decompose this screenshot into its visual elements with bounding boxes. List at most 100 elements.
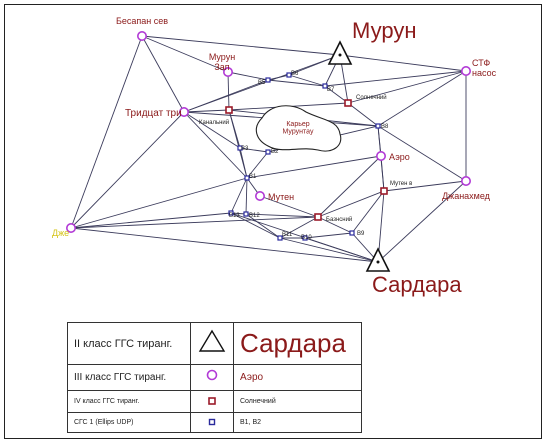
circle-marker xyxy=(460,176,471,187)
gps-point-marker xyxy=(302,235,308,241)
gps-point-marker xyxy=(244,175,250,181)
gps-point-marker xyxy=(322,83,328,89)
network-edge xyxy=(239,147,248,179)
station-label: Зап xyxy=(214,62,229,72)
triangle-symbol xyxy=(190,322,234,365)
gps-point-label: B8 xyxy=(381,124,389,130)
circle-marker xyxy=(460,66,471,77)
gps-point-label: B7 xyxy=(327,87,335,93)
quarry-label: Карьер xyxy=(286,121,309,128)
triangle-center-dot xyxy=(376,260,380,264)
gps-point-label: B5 xyxy=(258,80,266,86)
network-edge xyxy=(227,71,269,81)
network-edge xyxy=(246,155,382,179)
gps-point-label: B1 xyxy=(249,174,257,180)
circle-marker xyxy=(223,67,234,78)
network-edge xyxy=(245,213,319,218)
gps-point-label: B9 xyxy=(357,231,365,237)
legend-table: II класс ГГС тиранг. Сардара III класс Г… xyxy=(67,322,362,433)
network-edge xyxy=(245,213,281,239)
network-edge xyxy=(70,212,232,229)
station-label-small: Солнечний xyxy=(356,94,387,101)
network-edge xyxy=(259,195,319,218)
legend-class-label: II класс ГГС тиранг. xyxy=(67,322,191,365)
network-edge xyxy=(317,190,385,218)
circle-marker xyxy=(179,107,190,118)
red-square-marker xyxy=(314,213,322,221)
gps-point-marker xyxy=(375,123,381,129)
station-label: насос xyxy=(472,68,497,78)
station-label: Тридцат три xyxy=(125,108,182,119)
network-edge xyxy=(227,71,230,111)
network-edge xyxy=(70,216,319,229)
network-edge xyxy=(183,111,248,179)
gps-point-marker xyxy=(228,210,234,216)
network-edge xyxy=(377,125,467,182)
gps-point-label: B2 xyxy=(271,149,279,155)
network-edge xyxy=(347,102,379,127)
network-edge xyxy=(245,177,248,215)
triangle-center-dot xyxy=(338,53,342,57)
network-edge xyxy=(246,151,269,179)
network-edge xyxy=(317,216,353,234)
network-edge xyxy=(279,237,379,263)
gps-point-label: B12 xyxy=(249,213,260,219)
red-square-marker xyxy=(225,106,233,114)
station-label: Дже xyxy=(52,228,69,238)
network-edge xyxy=(304,237,379,263)
gps-point-label: B13 xyxy=(229,213,240,219)
gps-point-marker xyxy=(237,145,243,151)
network-edge xyxy=(347,70,467,104)
legend-class-label: III класс ГГС тиранг. xyxy=(67,364,191,391)
gps-point-label: B11 xyxy=(282,232,293,238)
network-edge xyxy=(70,177,248,229)
legend-row: III класс ГГС тиранг. Аэро xyxy=(67,364,362,391)
network-edge xyxy=(70,35,143,229)
network-edge xyxy=(383,180,467,192)
circle-symbol xyxy=(190,364,234,391)
circle-marker xyxy=(137,30,148,41)
network-edge xyxy=(288,74,326,87)
gps-point-marker xyxy=(243,211,249,217)
legend-class-label: СГС 1 (Ellips UDP) xyxy=(67,412,191,433)
legend-example: Солнечний xyxy=(233,390,362,413)
network-edge xyxy=(324,85,349,104)
red-square-marker xyxy=(380,187,388,195)
network-edge xyxy=(141,35,229,73)
station-label: Мутен xyxy=(268,192,294,202)
station-label: Бесапан сев xyxy=(116,16,168,26)
circle-marker xyxy=(255,191,266,202)
network-edge xyxy=(183,111,241,149)
triangle-marker xyxy=(327,40,353,65)
gps-point-marker xyxy=(265,77,271,83)
quarry-outline xyxy=(255,105,342,152)
network-edge xyxy=(70,227,379,263)
station-label: СТФ xyxy=(472,58,490,68)
red-square-marker xyxy=(344,99,352,107)
network-edge xyxy=(279,216,319,239)
legend-example: Сардара xyxy=(233,322,362,365)
network-edge xyxy=(239,147,269,153)
blue-square-symbol xyxy=(190,412,234,433)
network-edge xyxy=(377,180,467,263)
network-edge xyxy=(267,79,326,87)
gps-point-label: B3 xyxy=(241,146,249,152)
red-square-symbol xyxy=(190,390,234,413)
quarry-label: Мурунтау xyxy=(283,129,314,136)
network-edge xyxy=(183,109,230,113)
network-edge xyxy=(70,111,185,229)
circle-marker xyxy=(66,223,77,234)
station-label: Аэро xyxy=(389,152,410,162)
legend-class-label: IV класс ГГС тиранг. xyxy=(67,390,191,413)
station-label-murun: Мурун xyxy=(352,18,416,43)
gps-point-marker xyxy=(277,235,283,241)
network-edge xyxy=(183,79,269,113)
legend-row: IV класс ГГС тиранг. Солнечний xyxy=(67,390,362,413)
legend-row: СГС 1 (Ellips UDP) B1, B2 xyxy=(67,412,362,433)
gps-point-label: B6 xyxy=(291,71,299,77)
network-edge xyxy=(377,70,467,127)
gps-point-marker xyxy=(286,72,292,78)
network-edge xyxy=(141,35,341,56)
circle-marker xyxy=(375,151,386,162)
